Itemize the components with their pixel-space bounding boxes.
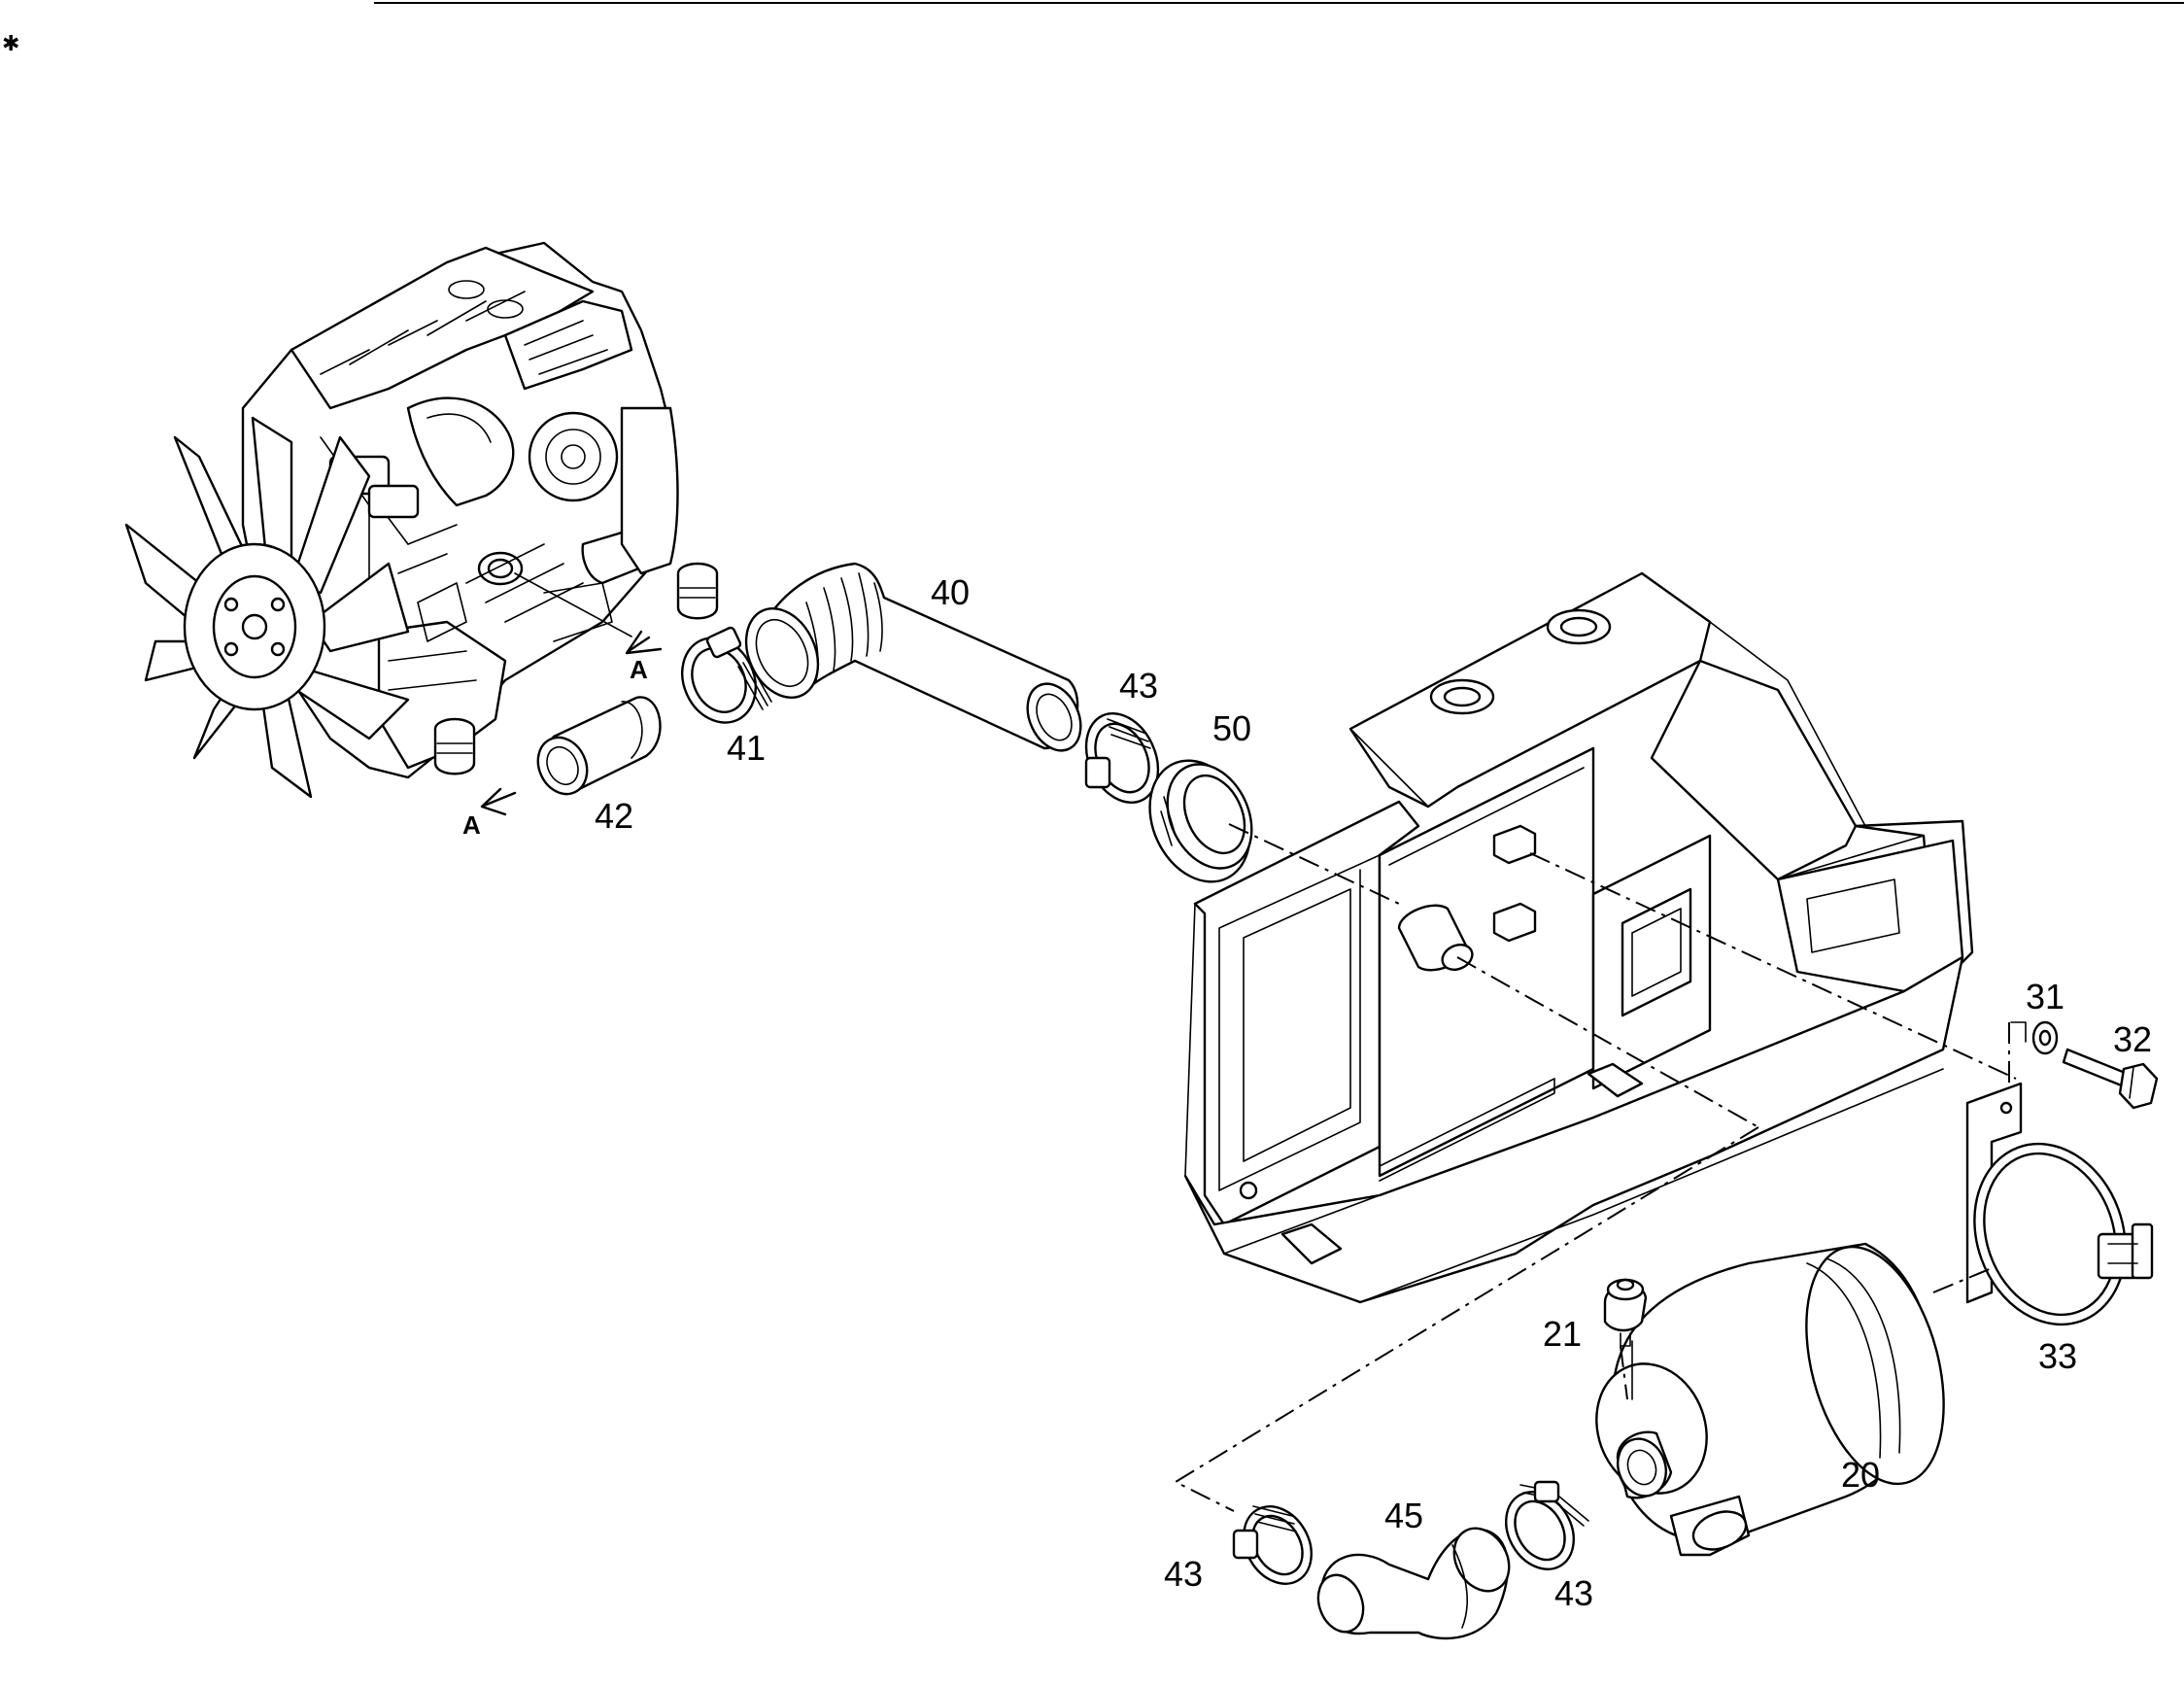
callout-20: 20 [1841, 1455, 1880, 1495]
part-50-grommet [1148, 759, 1253, 883]
part-20-air-filter [1595, 1242, 1945, 1557]
callout-43-bottom-right: 43 [1554, 1573, 1593, 1613]
callout-43-top: 43 [1119, 666, 1158, 706]
view-marker-a-lower: A [462, 787, 517, 840]
callout-32: 32 [2113, 1019, 2152, 1059]
part-41-clamp [681, 626, 772, 724]
corner-mark: ✱ [2, 32, 19, 56]
callout-40: 40 [931, 572, 970, 612]
part-21-valve [1603, 1278, 1648, 1347]
part-33-band-bracket [1965, 1082, 2154, 1326]
callout-41: 41 [727, 728, 766, 768]
callout-42: 42 [595, 796, 633, 836]
part-43-clamp-bottom-right [1505, 1480, 1589, 1570]
callout-50: 50 [1212, 708, 1251, 748]
svg-text:A: A [630, 655, 648, 684]
callout-33: 33 [2038, 1336, 2077, 1376]
svg-text:A: A [462, 810, 481, 840]
view-marker-a-upper: A [625, 630, 663, 684]
callout-45: 45 [1384, 1496, 1423, 1535]
part-32-bolt [2062, 1048, 2159, 1110]
frame-housing [1183, 571, 1974, 1304]
callout-43-bottom-left: 43 [1164, 1554, 1203, 1594]
part-31-washer [2010, 1020, 2059, 1055]
part-42-sleeve [536, 696, 662, 796]
callout-31: 31 [2026, 977, 2065, 1016]
part-40-hose [744, 562, 1082, 752]
assembly-centerlines [1173, 823, 2017, 1512]
cooling-fan [124, 416, 410, 799]
callout-21: 21 [1543, 1314, 1582, 1354]
part-45-elbow-hose [1316, 1527, 1511, 1640]
part-43-clamp-bottom-left [1232, 1505, 1313, 1585]
part-43-clamp-top [1084, 711, 1160, 805]
